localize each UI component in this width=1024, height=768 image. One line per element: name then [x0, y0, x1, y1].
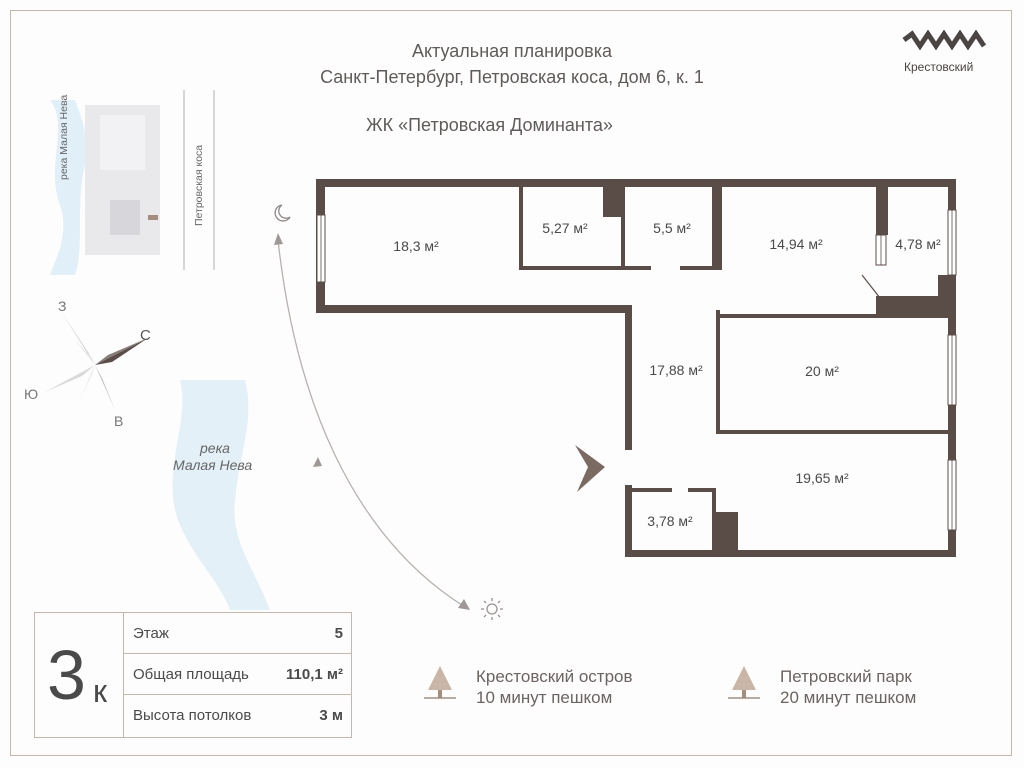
- room-area-1: 18,3 м²: [393, 238, 439, 254]
- apartment-info-box: 3 к Этаж 5 Общая площадь 110,1 м² Высота…: [34, 612, 352, 738]
- page-frame: [10, 10, 1012, 756]
- room-count-badge: 3 к: [35, 613, 124, 737]
- tree-icon: [728, 666, 760, 699]
- height-row: Высота потолков 3 м: [123, 695, 351, 736]
- compass-south: Ю: [24, 386, 39, 402]
- height-label: Высота потолков: [133, 707, 252, 724]
- walk-2-time: 20 минут пешком: [780, 688, 917, 707]
- entrance-arrow-icon: [575, 445, 605, 492]
- room-area-4: 14,94 м²: [769, 236, 823, 252]
- header-address: Санкт-Петербург, Петровская коса, дом 6,…: [320, 67, 704, 87]
- floor-plan-walls: [316, 179, 956, 557]
- river-label-2: Малая Нева: [173, 457, 253, 473]
- room-area-7: 20 м²: [805, 363, 839, 379]
- building-yard: [100, 115, 145, 170]
- compass-rose-icon: [45, 310, 148, 410]
- brand-logo-icon: [902, 29, 987, 51]
- location-map: [50, 90, 215, 275]
- building-wing: [110, 200, 140, 235]
- brand-logo: Крестовский: [898, 29, 993, 80]
- walk-1-place: Крестовский остров: [476, 667, 633, 686]
- room-count: 3: [47, 636, 86, 714]
- compass-east: В: [114, 413, 124, 429]
- room-area-2: 5,27 м²: [542, 220, 588, 236]
- sun-icon: [481, 598, 503, 620]
- door-swing: [861, 274, 881, 299]
- river-strip: [172, 380, 270, 610]
- river-label-1: река: [200, 440, 230, 456]
- header-title: Актуальная планировка: [411, 41, 613, 61]
- room-area-6: 17,88 м²: [649, 362, 703, 378]
- brand-name: Крестовский: [904, 60, 974, 74]
- area-value: 110,1 м²: [286, 666, 343, 683]
- area-row: Общая площадь 110,1 м²: [123, 654, 351, 695]
- walk-1-time: 10 минут пешком: [476, 688, 613, 707]
- windows: [316, 209, 957, 531]
- room-area-5: 4,78 м²: [895, 236, 941, 252]
- river-shape: [50, 100, 87, 275]
- floor-label: Этаж: [133, 625, 169, 642]
- compass-north: С: [140, 327, 151, 344]
- compass-west: З: [58, 298, 67, 314]
- sun-path: [274, 204, 503, 620]
- building-marker: [148, 215, 158, 220]
- area-label: Общая площадь: [133, 666, 249, 683]
- moon-icon: [274, 204, 291, 222]
- floor-row: Этаж 5: [123, 613, 351, 654]
- walk-2-place: Петровский парк: [780, 667, 912, 686]
- floor-value: 5: [334, 625, 343, 642]
- height-value: 3 м: [319, 707, 343, 724]
- room-area-3: 5,5 м²: [653, 220, 691, 236]
- room-area-8: 19,65 м²: [795, 470, 849, 486]
- tree-icon: [424, 666, 456, 699]
- room-count-suffix: к: [93, 673, 107, 709]
- complex-name: ЖК «Петровская Доминанта»: [366, 115, 613, 135]
- room-area-9: 3,78 м²: [647, 513, 693, 529]
